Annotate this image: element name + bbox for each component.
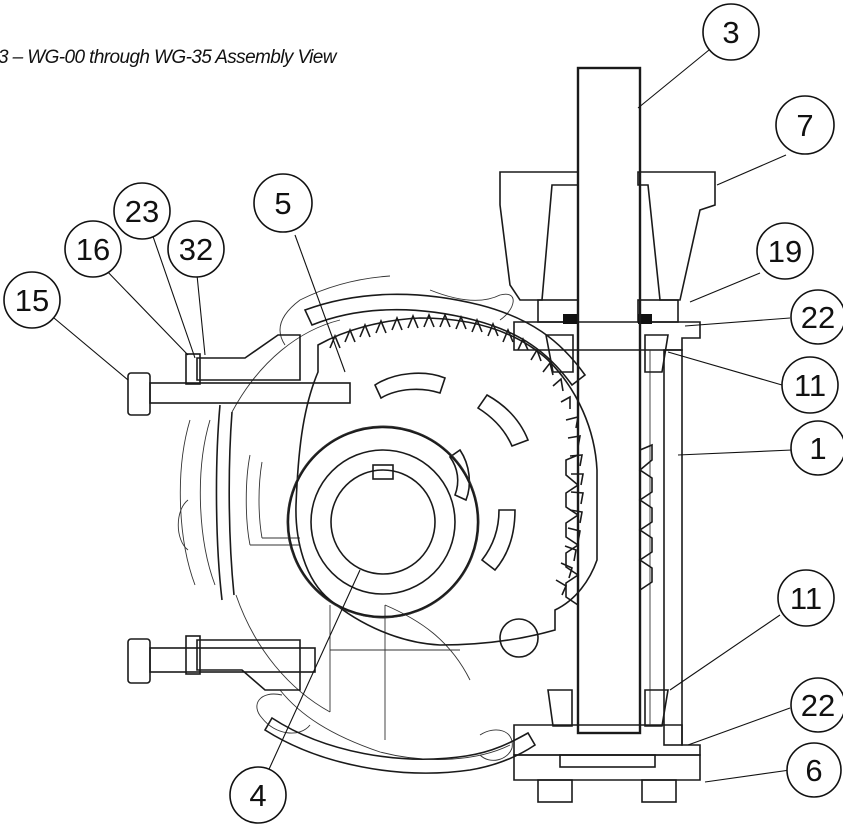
callout-11-upper: 11 bbox=[781, 356, 839, 414]
callout-16: 16 bbox=[64, 220, 122, 278]
callout-23-label: 23 bbox=[125, 194, 159, 229]
callout-22-upper-label: 22 bbox=[801, 300, 835, 335]
worm-shaft bbox=[565, 66, 653, 735]
callout-11-lower-label: 11 bbox=[790, 581, 822, 616]
figure-caption: 3 – WG-00 through WG-35 Assembly View bbox=[0, 47, 336, 68]
callout-15: 15 bbox=[3, 271, 61, 329]
callout-7: 7 bbox=[775, 95, 835, 155]
callout-32: 32 bbox=[167, 220, 225, 278]
callout-11-lower: 11 bbox=[777, 569, 835, 627]
housing-outline bbox=[177, 275, 514, 761]
seal-right bbox=[638, 314, 652, 324]
gear-plug bbox=[499, 618, 539, 658]
callout-22-lower-label: 22 bbox=[801, 688, 835, 723]
callout-22-lower: 22 bbox=[790, 677, 843, 733]
callout-6-label: 6 bbox=[805, 753, 822, 788]
callout-1-label: 1 bbox=[809, 431, 826, 466]
callout-15-label: 15 bbox=[15, 283, 49, 318]
callout-23: 23 bbox=[113, 182, 171, 240]
left-flange bbox=[185, 334, 301, 691]
callout-1: 1 bbox=[790, 420, 843, 476]
bearing-lower bbox=[547, 689, 669, 727]
bearing-upper bbox=[545, 334, 669, 373]
top-flange bbox=[499, 171, 716, 323]
callout-5: 5 bbox=[253, 173, 313, 233]
callout-11-upper-label: 11 bbox=[794, 368, 826, 403]
callout-4: 4 bbox=[229, 766, 287, 824]
leader-lines bbox=[53, 49, 793, 783]
callout-32-label: 32 bbox=[179, 232, 213, 267]
callout-19: 19 bbox=[756, 222, 814, 280]
callout-7-label: 7 bbox=[796, 108, 813, 143]
callout-6: 6 bbox=[786, 742, 842, 798]
callout-3-label: 3 bbox=[722, 15, 739, 50]
callout-5-label: 5 bbox=[274, 186, 291, 221]
callout-3: 3 bbox=[702, 3, 760, 61]
right-housing bbox=[513, 321, 701, 756]
bolt-lower bbox=[127, 638, 316, 684]
worm-gear bbox=[295, 312, 598, 646]
bottom-cap bbox=[513, 754, 701, 803]
gear-housing bbox=[215, 293, 587, 774]
bolt-upper bbox=[127, 372, 351, 416]
callout-19-label: 19 bbox=[768, 234, 802, 269]
callout-4-label: 4 bbox=[249, 778, 266, 813]
callout-16-label: 16 bbox=[76, 232, 110, 267]
callout-22-upper: 22 bbox=[790, 289, 843, 345]
hub bbox=[286, 425, 480, 619]
seal-left bbox=[563, 314, 577, 324]
